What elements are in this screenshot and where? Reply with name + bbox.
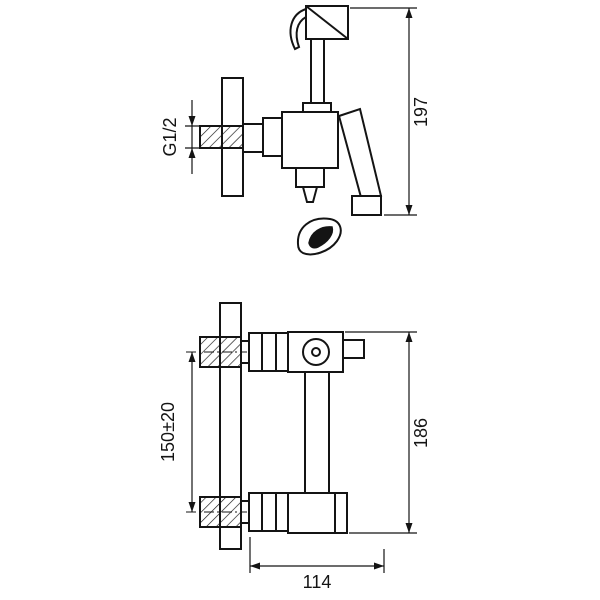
dim-label-thread: G1/2 <box>160 117 180 156</box>
dim-label-spacing: 150±20 <box>158 402 178 462</box>
hex-nut-top <box>248 332 289 372</box>
hose-nut <box>302 102 332 113</box>
inlet-connector <box>242 123 264 153</box>
arrowhead-114-left <box>250 562 260 570</box>
spout <box>295 167 325 188</box>
mixer-body <box>281 111 339 169</box>
holder-block-bottom <box>287 492 348 534</box>
arrowhead-197-top <box>405 8 413 18</box>
side-view <box>199 5 383 256</box>
hex-nut-bottom <box>248 492 289 532</box>
side-view-dimensions: 197 G1/2 <box>160 7 431 216</box>
dim-label-front-height: 186 <box>411 418 431 448</box>
handle-stub-front <box>342 339 365 359</box>
arrowhead-thread-bottom <box>188 148 196 158</box>
arrowhead-186-bottom <box>405 523 413 533</box>
inlet-nut <box>262 117 283 157</box>
spray-droplet-core <box>308 226 334 249</box>
lever-handle <box>337 107 383 203</box>
handle-pivot-center <box>311 347 321 357</box>
sprayer-head-edge <box>305 5 349 40</box>
front-view-dimensions: 150±20 186 114 <box>158 331 431 592</box>
dim-label-side-height: 197 <box>411 97 431 127</box>
arrowhead-thread-top <box>188 116 196 126</box>
dim-label-width: 114 <box>303 572 332 592</box>
arrowhead-186-top <box>405 332 413 342</box>
arrowhead-197-bottom <box>405 205 413 215</box>
supply-pipe-section <box>199 125 244 149</box>
arrowhead-150-top <box>188 352 196 362</box>
spout-nozzle <box>302 186 318 203</box>
lever-handle-grip <box>351 195 382 216</box>
sprayer-trigger <box>289 8 307 51</box>
arrowhead-114-right <box>374 562 384 570</box>
arrowhead-150-bottom <box>188 502 196 512</box>
front-view <box>186 302 365 550</box>
